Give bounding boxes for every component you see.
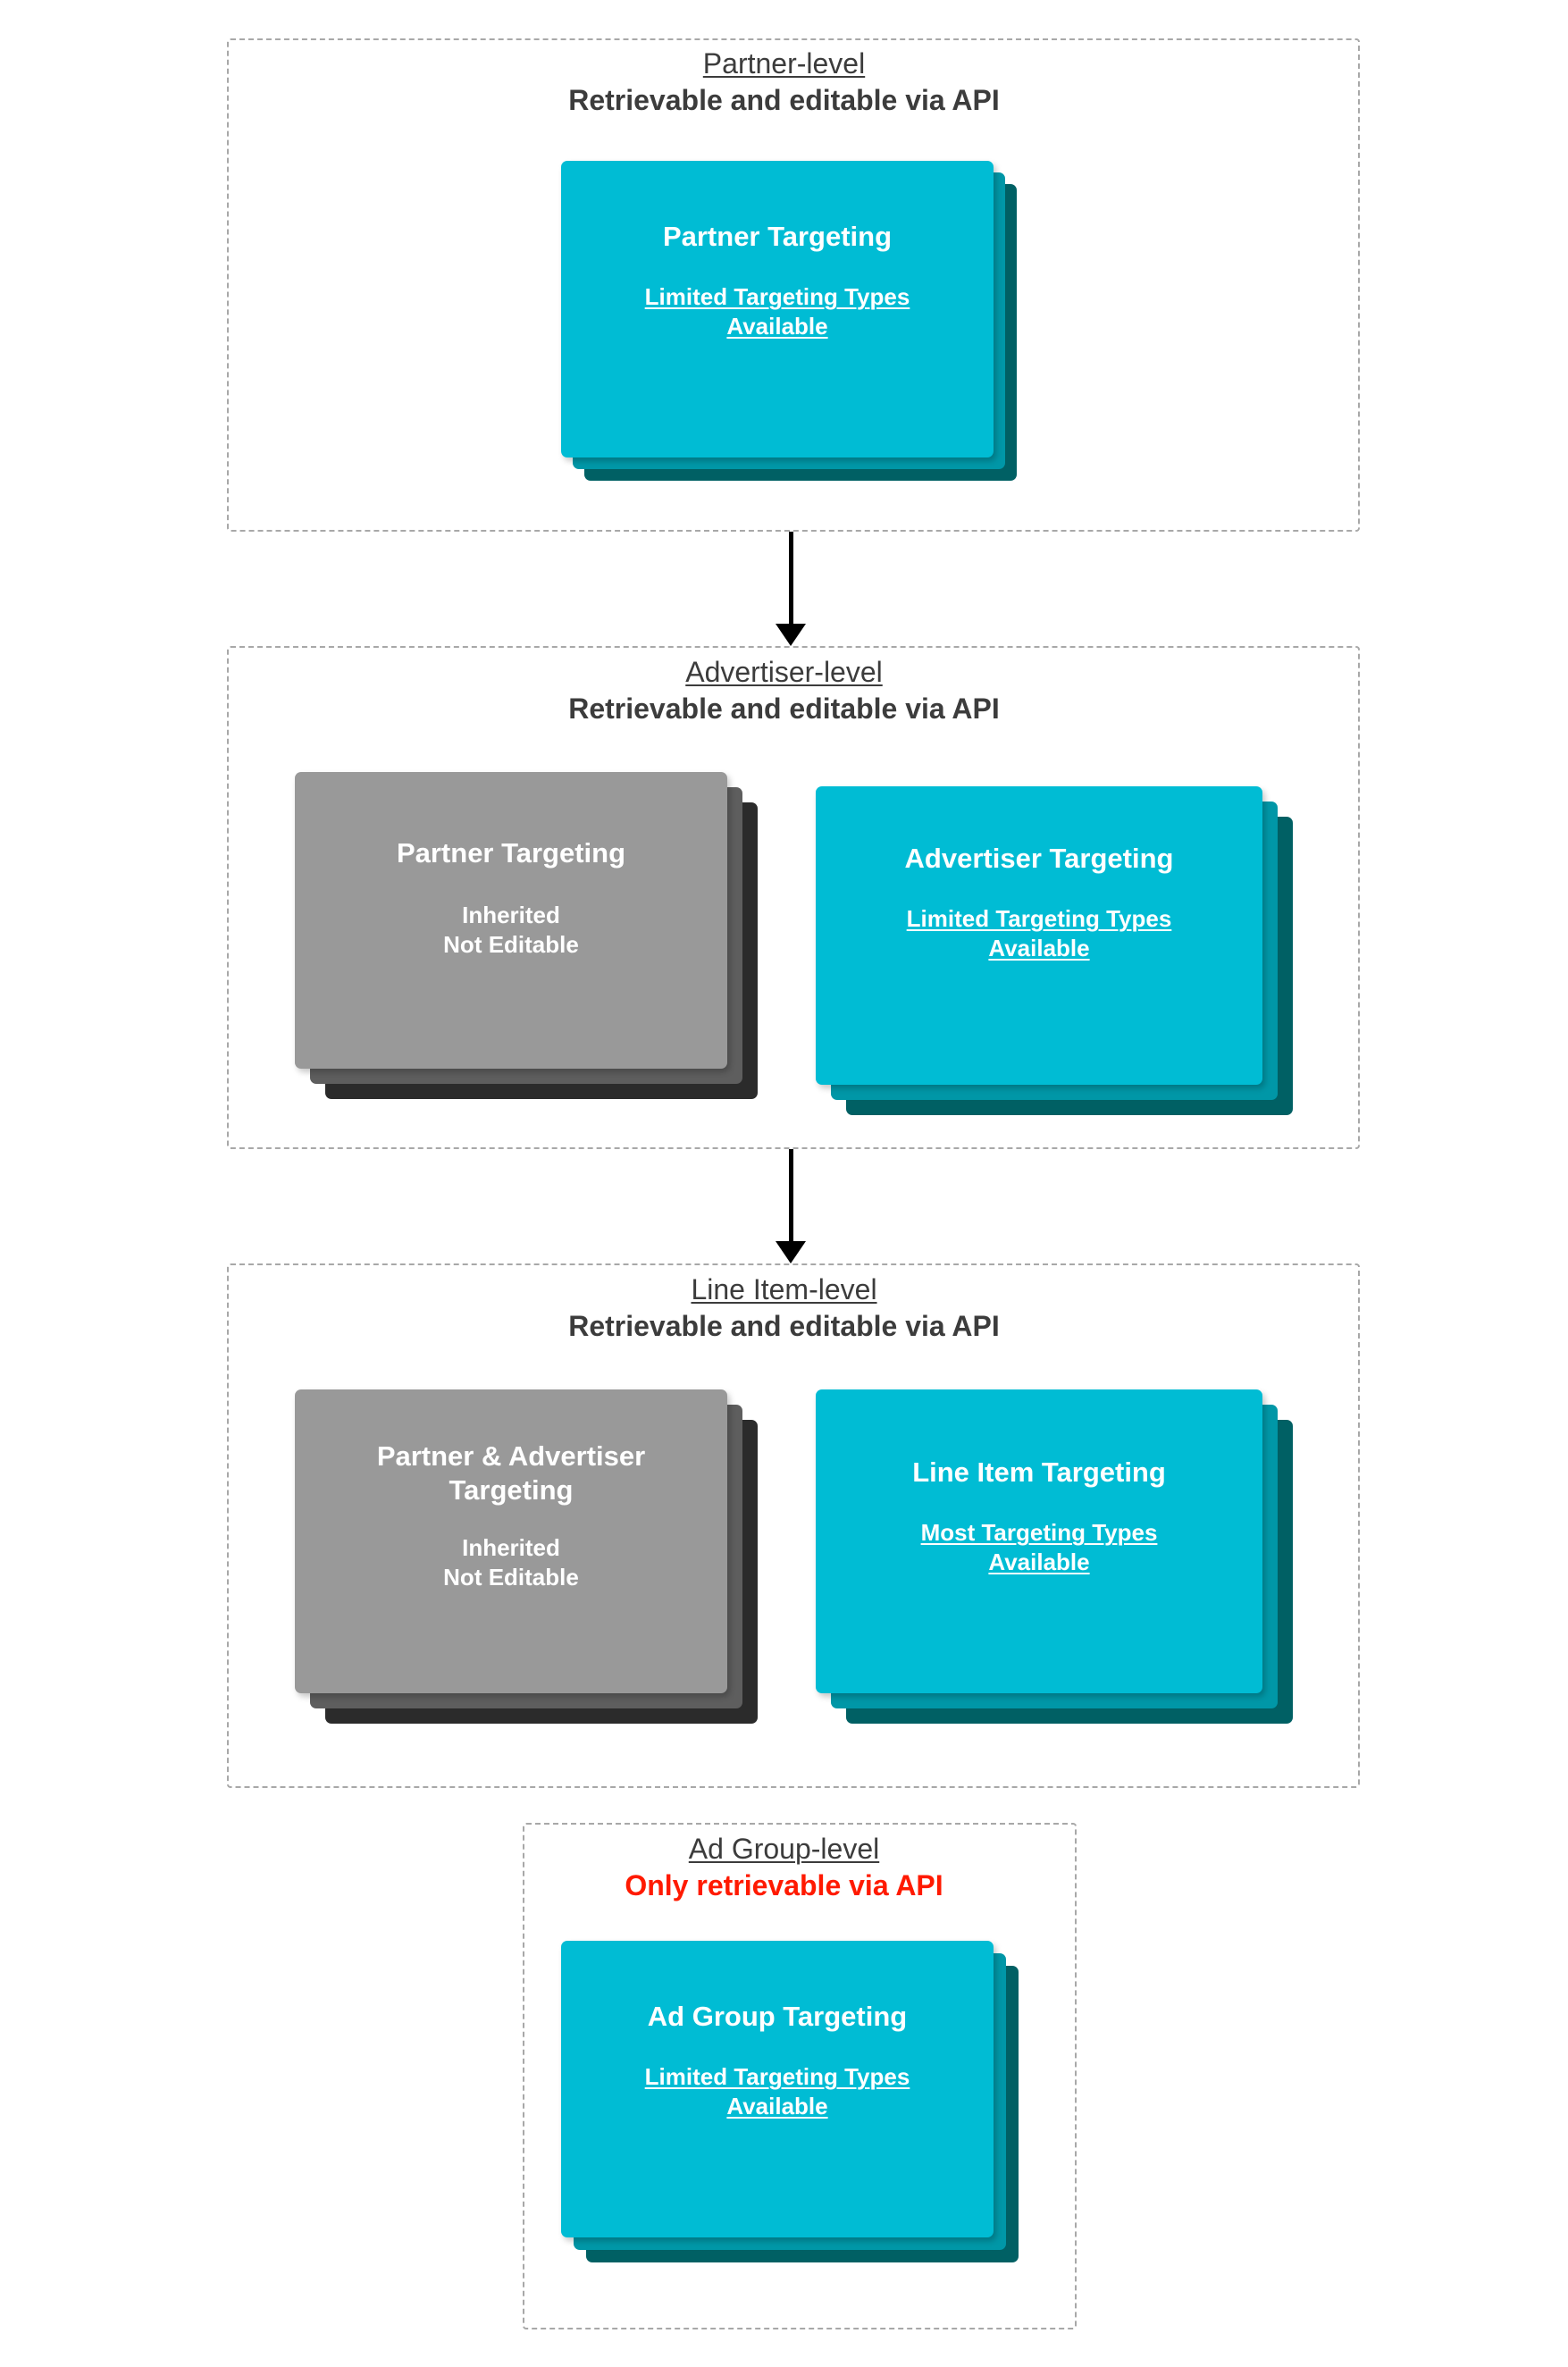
card-subtitle-line-1: Limited Targeting Types: [644, 2063, 910, 2091]
card-title-line-1: Partner & Advertiser: [376, 1440, 646, 1472]
card-partner-targeting[interactable]: Partner Targeting Limited Targeting Type…: [561, 161, 994, 457]
card-subtitle-line-1: Inherited: [462, 902, 560, 929]
arrow-partner-to-advertiser: [768, 532, 813, 646]
card-title: Partner Targeting: [396, 837, 626, 869]
card-subtitle-line-2: Not Editable: [443, 931, 579, 959]
card-subtitle-line-1: Limited Targeting Types: [906, 905, 1172, 933]
arrow-advertiser-to-lineitem: [768, 1149, 813, 1263]
card-title-line-2: Targeting: [449, 1474, 574, 1507]
card-subtitle-line-2: Available: [988, 935, 1090, 962]
card-subtitle-line-1: Most Targeting Types: [920, 1519, 1158, 1547]
card-lineitem-inherited-partner-advertiser-targeting[interactable]: Partner & Advertiser Targeting Inherited…: [295, 1389, 727, 1693]
card-advertiser-inherited-partner-targeting[interactable]: Partner Targeting Inherited Not Editable: [295, 772, 727, 1069]
level-container-adgroup: [523, 1823, 1077, 2329]
level-container-lineitem: [227, 1263, 1360, 1788]
card-subtitle-line-1: Limited Targeting Types: [644, 283, 910, 311]
arrow-head-icon: [776, 1241, 806, 1263]
card-subtitle-line-2: Available: [726, 2093, 828, 2120]
card-subtitle-line-2: Not Editable: [443, 1563, 579, 1591]
level-container-advertiser: [227, 646, 1360, 1149]
card-subtitle-line-1: Inherited: [462, 1533, 560, 1561]
arrow-shaft: [788, 532, 793, 624]
card-adgroup-targeting[interactable]: Ad Group Targeting Limited Targeting Typ…: [561, 1941, 994, 2237]
card-subtitle-line-2: Available: [988, 1549, 1090, 1576]
card-subtitle-line-2: Available: [726, 313, 828, 340]
card-title: Partner Targeting: [662, 221, 893, 252]
card-title: Advertiser Targeting: [904, 843, 1174, 874]
level-container-partner: [227, 38, 1360, 532]
card-title: Line Item Targeting: [912, 1456, 1166, 1488]
arrow-shaft: [788, 1149, 793, 1241]
arrow-head-icon: [776, 624, 806, 646]
card-advertiser-targeting[interactable]: Advertiser Targeting Limited Targeting T…: [816, 786, 1262, 1085]
card-lineitem-targeting[interactable]: Line Item Targeting Most Targeting Types…: [816, 1389, 1262, 1693]
card-title: Ad Group Targeting: [647, 2001, 908, 2032]
